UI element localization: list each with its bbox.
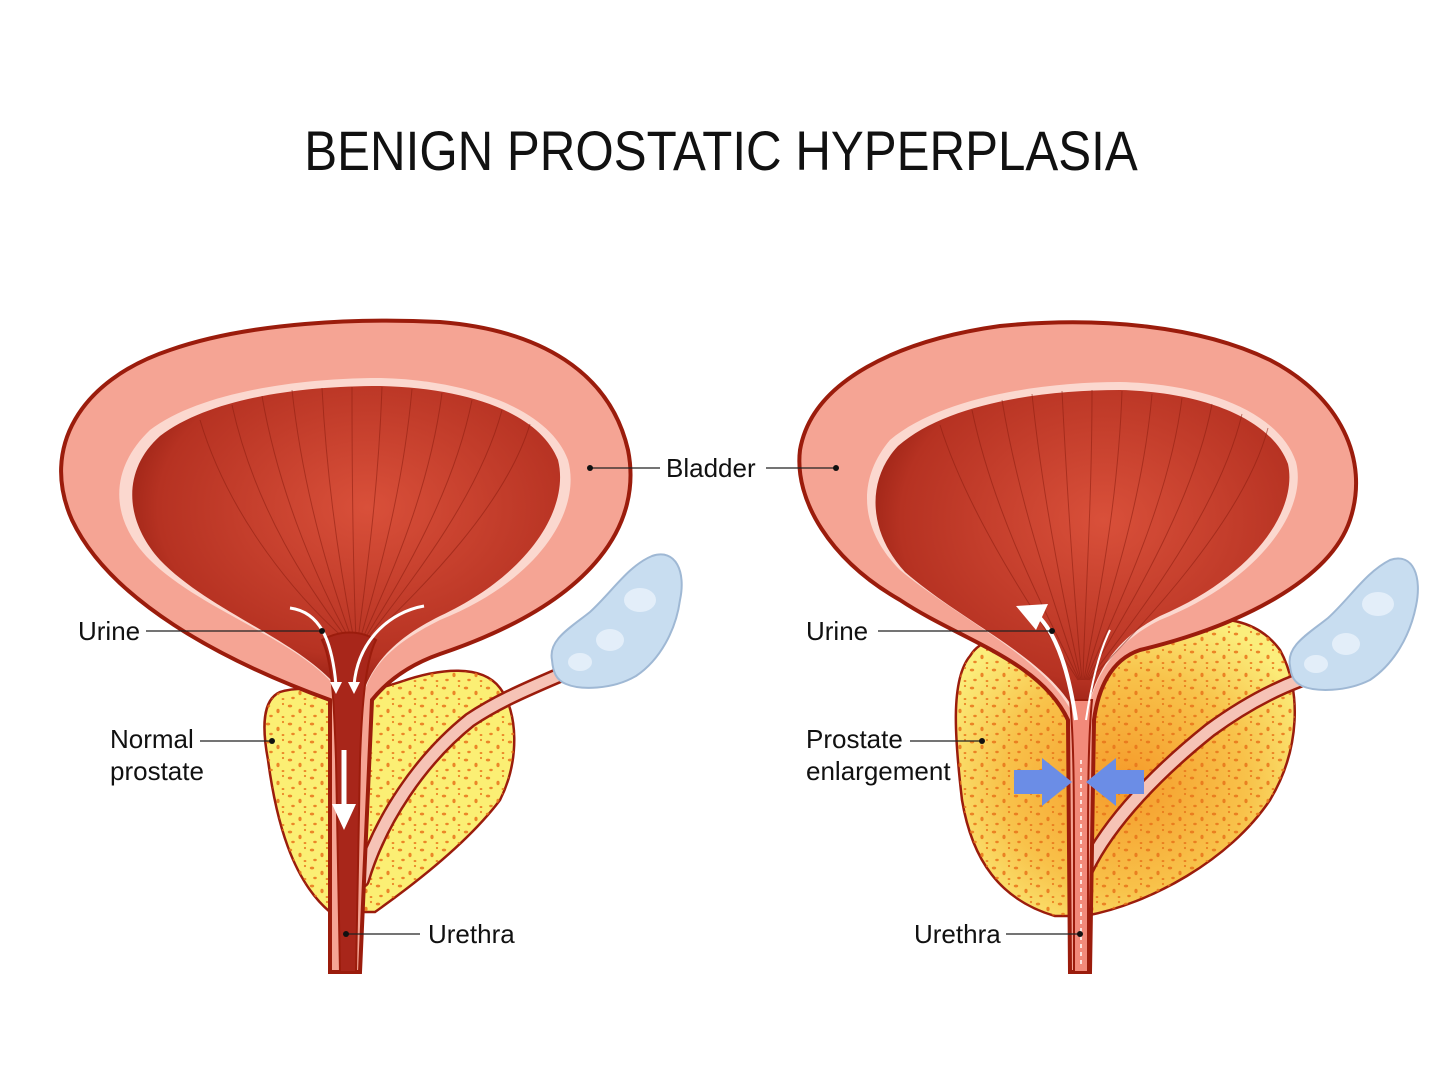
label-bladder: Bladder — [666, 453, 756, 483]
label-left-urethra: Urethra — [428, 919, 515, 949]
label-left-prostate-line1: Normal — [110, 724, 194, 754]
label-left-urine: Urine — [78, 616, 140, 646]
enlarged-diagram — [799, 322, 1418, 972]
normal-diagram — [61, 321, 682, 972]
enlarged-prostate — [956, 619, 1295, 916]
label-left-prostate-line2: prostate — [110, 756, 204, 786]
label-right-prostate-line2: enlargement — [806, 756, 951, 786]
label-right-urine: Urine — [806, 616, 868, 646]
label-right-urethra: Urethra — [914, 919, 1001, 949]
label-right-prostate-line1: Prostate — [806, 724, 903, 754]
